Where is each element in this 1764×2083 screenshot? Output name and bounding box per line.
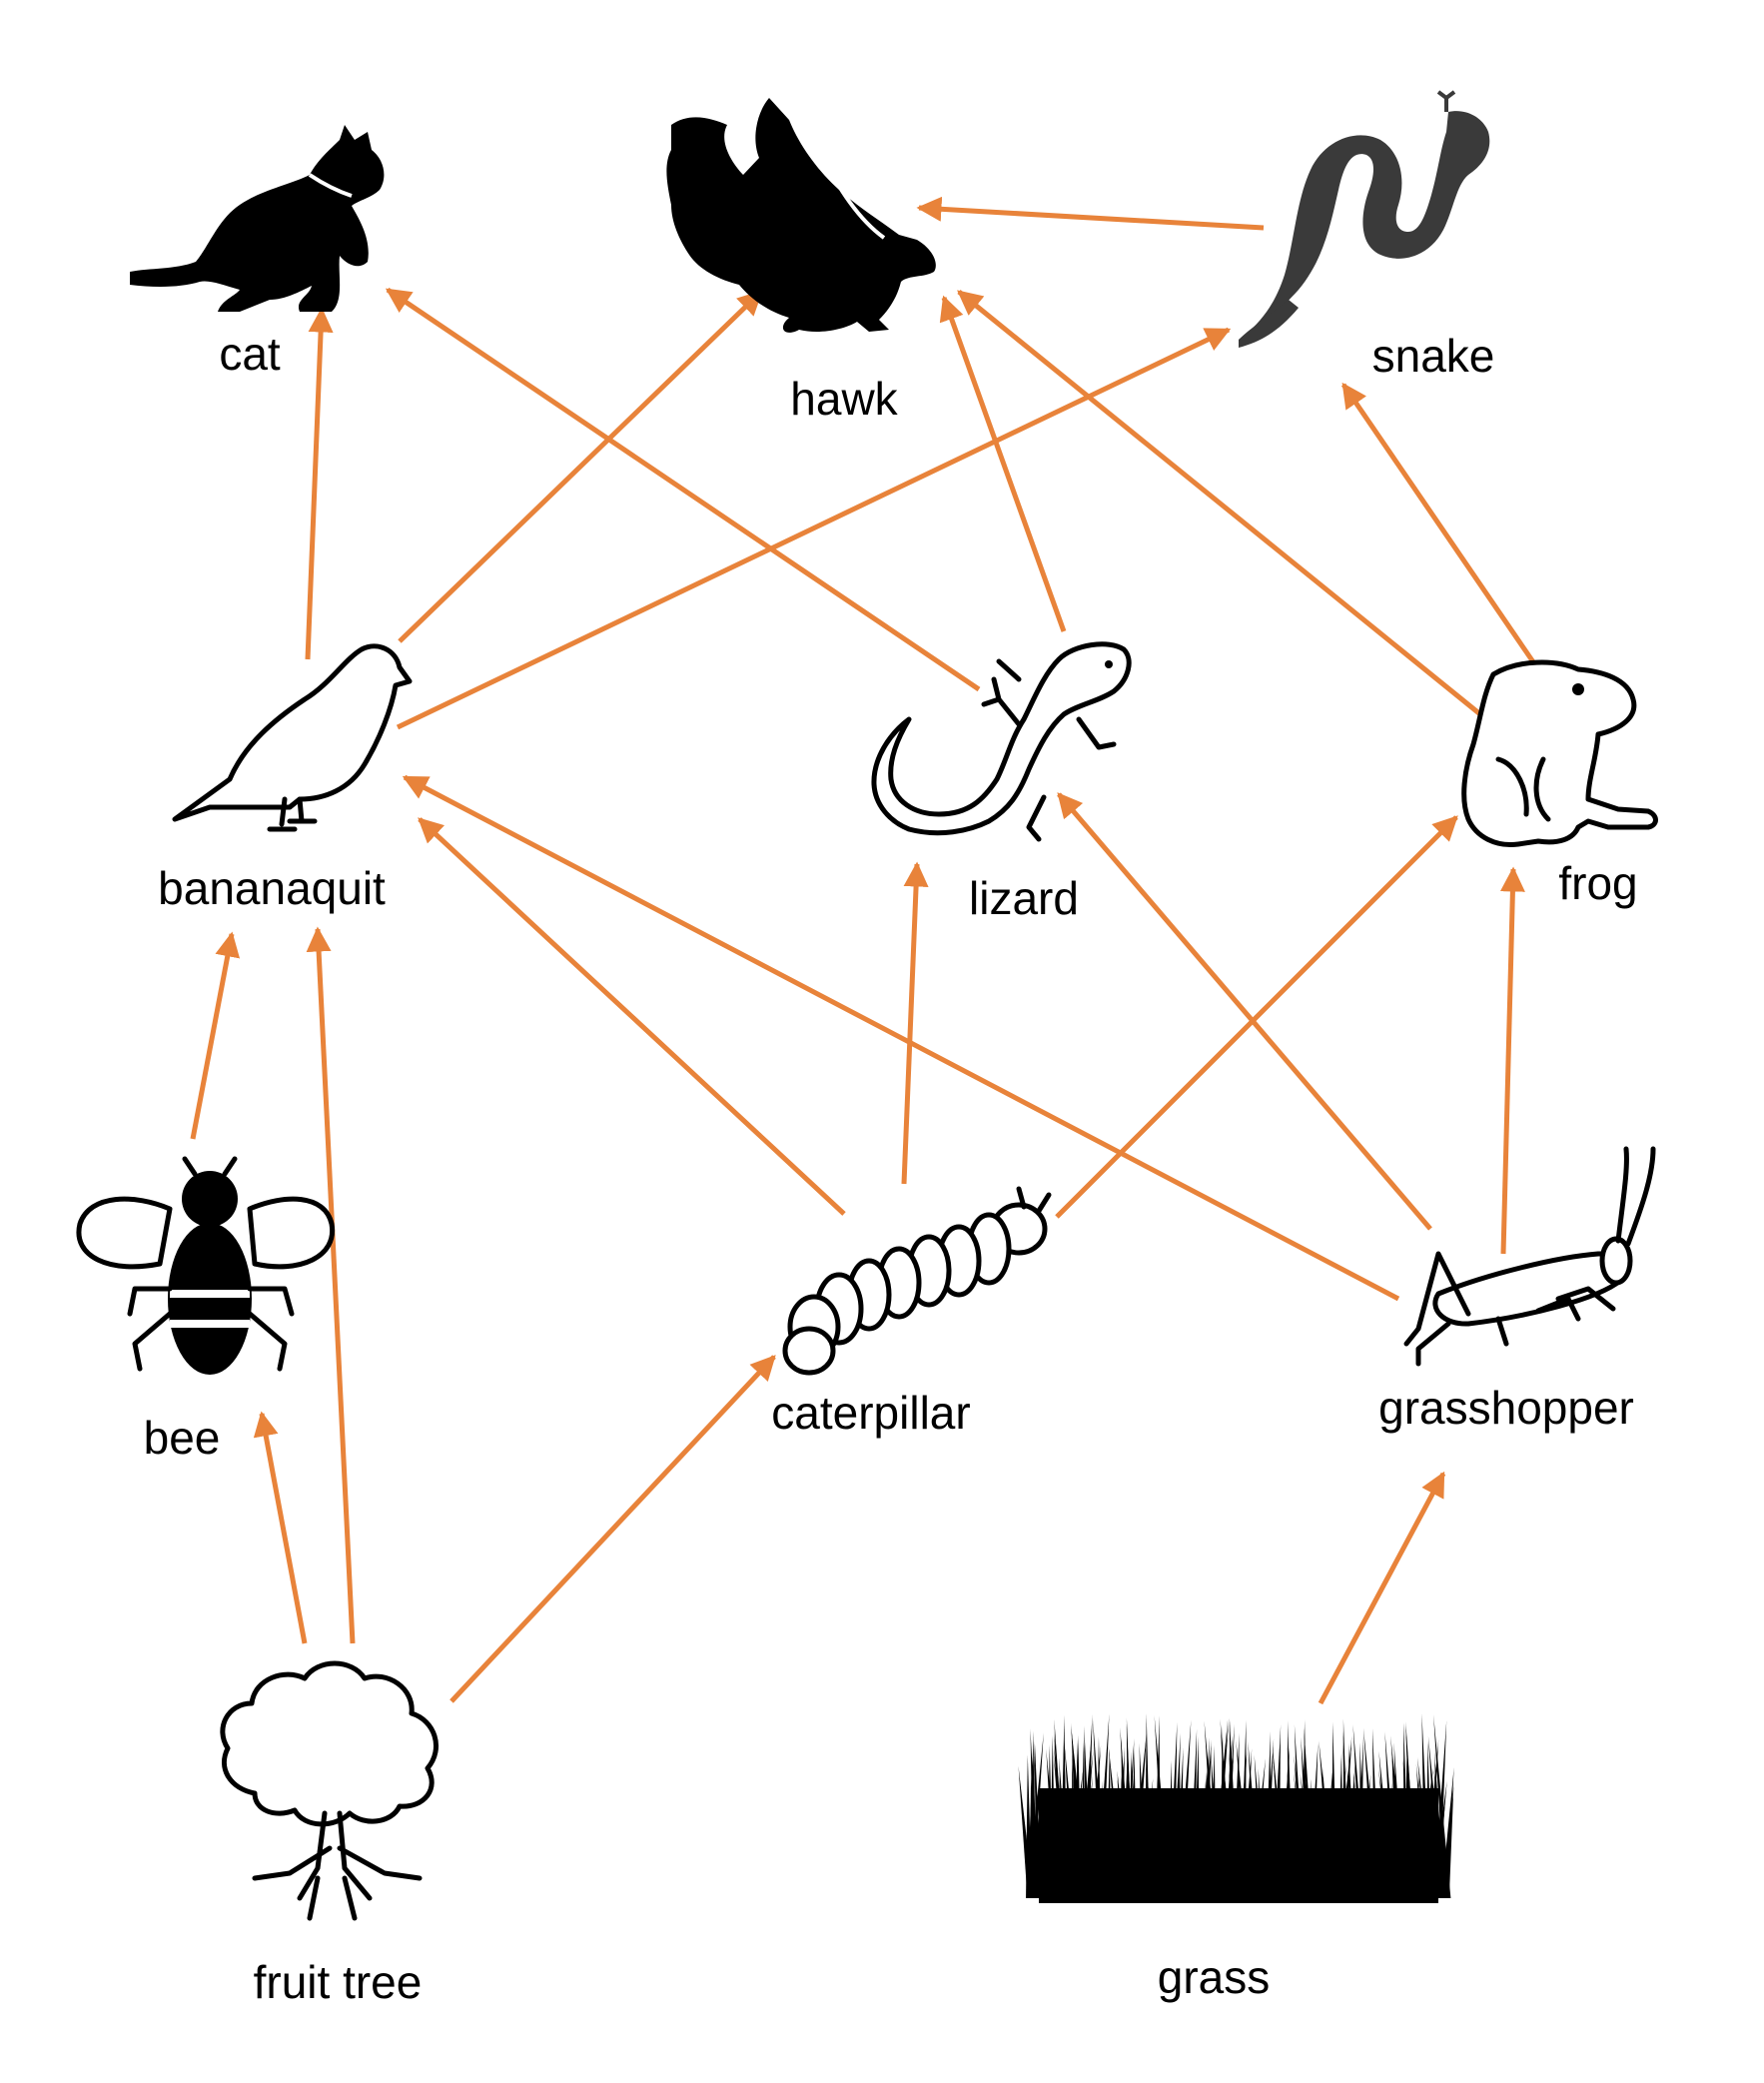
label-lizard: lizard xyxy=(969,872,1079,924)
arrow-frog-to-hawk xyxy=(957,290,1482,716)
arrow-bananaquit-to-hawk xyxy=(398,290,763,643)
arrow-caterpillar-to-frog xyxy=(1055,815,1458,1219)
bird-icon xyxy=(172,643,413,832)
label-bananaquit: bananaquit xyxy=(158,862,386,914)
arrow-caterpillar-to-lizard xyxy=(901,861,929,1185)
bee-icon xyxy=(76,1156,336,1375)
arrow-lizard-to-hawk xyxy=(939,295,1067,632)
label-caterpillar: caterpillar xyxy=(771,1387,970,1439)
arrow-frog-to-snake xyxy=(1340,382,1541,671)
label-bee: bee xyxy=(144,1412,221,1464)
lizard-icon xyxy=(871,641,1132,842)
arrow-bananaquit-to-cat xyxy=(305,307,334,660)
label-grass: grass xyxy=(1158,1951,1270,2003)
label-grasshopper: grasshopper xyxy=(1378,1382,1634,1434)
arrow-snake-to-hawk xyxy=(916,196,1265,231)
arrow-fruit-tree-to-caterpillar xyxy=(449,1355,776,1703)
arrow-grasshopper-to-lizard xyxy=(1057,792,1432,1231)
cat-icon xyxy=(130,125,385,312)
grass-icon xyxy=(1018,1713,1454,1903)
label-snake: snake xyxy=(1372,330,1495,382)
label-cat: cat xyxy=(219,328,281,380)
tree-icon xyxy=(220,1660,440,1921)
arrow-fruit-tree-to-bananaquit xyxy=(306,926,356,1644)
caterpillar-icon xyxy=(782,1186,1052,1376)
label-frog: frog xyxy=(1558,857,1637,909)
arrow-bee-to-bananaquit xyxy=(190,931,241,1140)
arrow-caterpillar-to-bananaquit xyxy=(418,817,846,1216)
hawk-icon xyxy=(666,98,936,333)
snake-icon xyxy=(1239,90,1490,348)
arrow-fruit-tree-to-bee xyxy=(253,1411,308,1644)
arrow-grass-to-grasshopper xyxy=(1318,1471,1446,1705)
arrow-lizard-to-cat xyxy=(385,287,981,692)
label-fruit-tree: fruit tree xyxy=(254,1956,423,2008)
frog-icon xyxy=(1461,659,1658,848)
arrow-grasshopper-to-bananaquit xyxy=(402,774,1400,1302)
label-hawk: hawk xyxy=(790,373,898,425)
grasshopper-icon xyxy=(1403,1146,1656,1367)
arrow-grasshopper-to-frog xyxy=(1499,866,1525,1255)
arrows-layer xyxy=(190,196,1541,1705)
